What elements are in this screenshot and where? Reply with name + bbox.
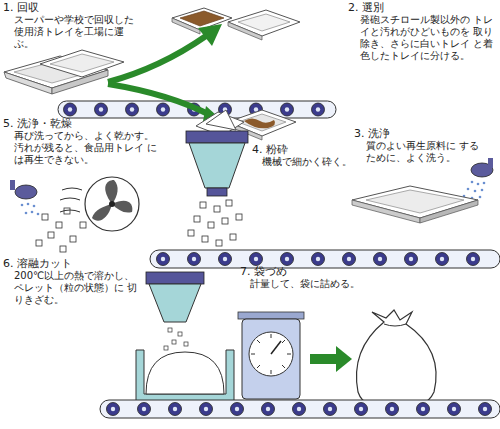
conveyor-roller xyxy=(355,403,368,416)
conveyor-roller xyxy=(312,253,325,266)
step-description: 計量して、袋に詰める。 xyxy=(250,278,380,290)
colored-tray xyxy=(180,11,224,26)
water-drops xyxy=(21,203,40,216)
tray xyxy=(228,10,300,36)
tray-inner xyxy=(238,114,286,131)
arrow-head xyxy=(336,346,352,372)
conveyor-roller xyxy=(417,403,430,416)
wind-lines xyxy=(60,188,82,212)
water-drops xyxy=(463,181,486,200)
conveyor-roller xyxy=(138,403,151,416)
step-description: 発砲スチロール製以外の トレイと汚れがひどいものを 取り除き、さらに白いトレイ … xyxy=(360,14,498,62)
conveyor-roller xyxy=(95,103,108,116)
conveyor-roller xyxy=(262,403,275,416)
dial-needle xyxy=(271,341,281,354)
conveyor-roller xyxy=(324,403,337,416)
conveyor-roller xyxy=(343,253,356,266)
step-heading: 7. 袋づめ xyxy=(240,266,287,278)
step-description: 質のよい再生原料に するために、よく洗う。 xyxy=(366,140,488,164)
scale-plate xyxy=(238,312,304,319)
tray-side xyxy=(228,22,262,40)
bag-tie xyxy=(384,324,406,326)
step-heading: 5. 洗浄・乾燥 xyxy=(3,118,72,130)
tray-inner xyxy=(50,54,114,72)
hopper-rim xyxy=(146,272,204,284)
conveyor-roller xyxy=(64,103,77,116)
conveyor-roller xyxy=(157,103,170,116)
dial-ticks xyxy=(251,334,291,374)
arrow-head xyxy=(198,24,222,46)
conveyor-belt xyxy=(100,400,500,418)
step-heading: 2. 選別 xyxy=(348,2,384,14)
tray xyxy=(40,50,124,77)
conveyor-roller xyxy=(107,403,120,416)
flow-arrow xyxy=(310,354,338,364)
conveyor-roller xyxy=(293,403,306,416)
dirt-stain xyxy=(244,119,275,129)
conveyor-roller xyxy=(281,103,294,116)
sort-arrow xyxy=(108,36,206,82)
step-description: 再び洗ってから、よく乾かす。 汚れが残ると、食品用トレイ には再生できない。 xyxy=(14,130,162,166)
conveyor-roller xyxy=(157,253,170,266)
conveyor-roller xyxy=(405,253,418,266)
conveyor-roller xyxy=(126,103,139,116)
melt-hopper xyxy=(149,284,201,322)
fan xyxy=(85,177,139,231)
white-tray xyxy=(238,14,290,31)
conveyor-roller xyxy=(312,103,325,116)
conveyor-roller xyxy=(374,253,387,266)
tray-side xyxy=(352,200,420,223)
conveyor-roller xyxy=(188,253,201,266)
sort-arrow xyxy=(108,84,212,116)
crushed-chips xyxy=(36,208,86,252)
scale-dial xyxy=(249,332,293,376)
conveyor-roller xyxy=(386,403,399,416)
conveyor-roller xyxy=(231,403,244,416)
tray-side xyxy=(172,18,200,34)
tray-side xyxy=(420,200,478,223)
hopper-rim xyxy=(186,131,248,143)
conveyor-roller xyxy=(467,253,480,266)
conveyor-roller xyxy=(219,253,232,266)
scale-body xyxy=(242,319,300,399)
step-heading: 1. 回収 xyxy=(3,2,39,14)
conveyor-roller xyxy=(448,403,461,416)
pellet-bag xyxy=(356,310,436,410)
shower-head xyxy=(15,185,37,199)
step-description: スーパーや学校で回収した 使用済トレイを工場に運ぶ。 xyxy=(14,14,142,50)
step-description: 200℃以上の熱で溶かし、 ペレット（粒の状態）に 切りきざむ。 xyxy=(14,270,142,306)
conveyor-roller xyxy=(436,253,449,266)
shower-pipe xyxy=(488,158,493,168)
step-description: 機械で細かく砕く。 xyxy=(262,156,372,168)
fan-blades xyxy=(92,180,132,221)
tray xyxy=(352,186,478,218)
conveyor-roller xyxy=(250,253,263,266)
conveyor-roller xyxy=(479,403,492,416)
melting-tank xyxy=(136,350,234,402)
conveyor-roller xyxy=(200,403,213,416)
conveyor-roller xyxy=(169,403,182,416)
step-heading: 6. 溶融カット xyxy=(3,258,72,270)
hopper-spout xyxy=(207,188,227,196)
crushed-chips xyxy=(188,200,242,246)
step-heading: 4. 粉砕 xyxy=(252,144,288,156)
crusher-hopper xyxy=(189,143,245,188)
tray xyxy=(172,8,232,30)
pellet-pile xyxy=(146,352,224,394)
falling-pellets xyxy=(164,328,188,350)
tray xyxy=(206,110,236,130)
conveyor-roller xyxy=(281,253,294,266)
fan-hub xyxy=(109,201,115,207)
tray-side xyxy=(4,72,52,94)
conveyor-belt xyxy=(150,250,500,268)
step-heading: 3. 洗浄 xyxy=(354,128,390,140)
shower-pipe xyxy=(10,180,15,190)
